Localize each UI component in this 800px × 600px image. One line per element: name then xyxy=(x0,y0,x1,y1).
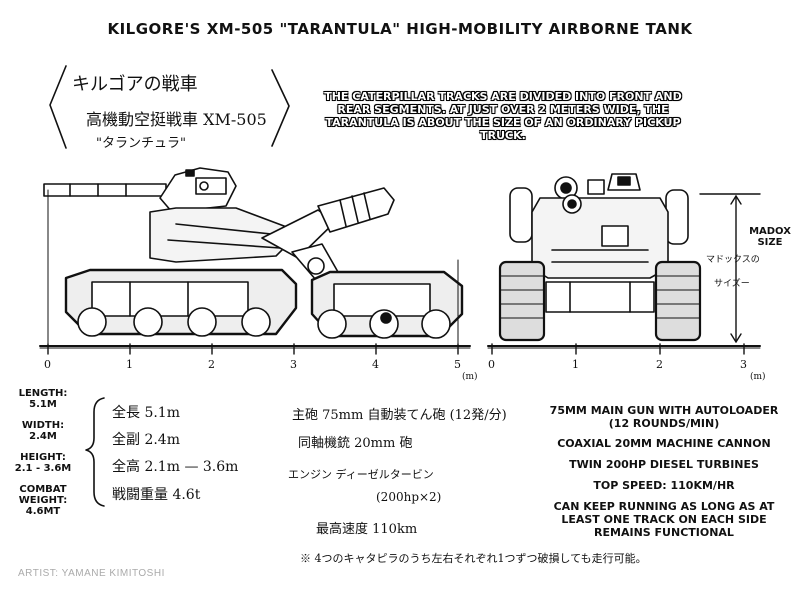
jp-header-line1: キルゴアの戦車 xyxy=(72,74,198,95)
jp-engine-hp: (200hp×2) xyxy=(376,490,442,504)
front-view-tank xyxy=(498,173,702,342)
spec-bracket xyxy=(85,397,105,507)
front-tick-0: 0 xyxy=(488,358,495,371)
caption-text: THE CATERPILLAR TRACKS ARE DIVIDED INTO … xyxy=(324,90,682,142)
jp-header-line3: "タランチュラ" xyxy=(96,136,186,151)
spec-width-line1: WIDTH: xyxy=(21,420,65,431)
spec-length-line2: 5.1M xyxy=(29,399,57,410)
jp-spec-height: 全高 2.1m — 3.6m xyxy=(112,459,239,475)
spec-width-line2: 2.4M xyxy=(29,431,57,442)
front-tick-2: 2 xyxy=(656,358,663,371)
spec-weight-line3: 4.6MT xyxy=(25,506,61,517)
front-tick-3: 3 xyxy=(740,358,747,371)
header-bracket-left xyxy=(49,65,67,149)
side-view-tank xyxy=(43,167,464,339)
side-scale-unit: (m) xyxy=(462,372,478,382)
side-tick-1: 1 xyxy=(126,358,133,371)
jp-speed: 最高速度 110km xyxy=(316,522,418,537)
madox-label-line2: SIZE xyxy=(757,237,783,248)
spec-width-label: WIDTH: 2.4M xyxy=(4,420,82,442)
spec-height-line1: HEIGHT: xyxy=(20,452,66,463)
side-tick-0: 0 xyxy=(44,358,51,371)
feature-main-gun: 75MM MAIN GUN WITH AUTOLOADER (12 ROUNDS… xyxy=(549,404,779,430)
front-scale-unit: (m) xyxy=(750,372,766,382)
jp-main-gun: 主砲 75mm 自動装てん砲 (12発/分) xyxy=(292,408,507,423)
spec-length-label: LENGTH: 5.1M xyxy=(4,388,82,410)
jp-footnote: ※ 4つのキャタピラのうち左右それぞれ1つずつ破損しても走行可能。 xyxy=(300,552,647,565)
spec-weight-line2: WEIGHT: xyxy=(18,495,68,506)
spec-height-line2: 2.1 - 3.6M xyxy=(14,463,72,474)
diagram-title: KILGORE'S XM-505 "TARANTULA" HIGH-MOBILI… xyxy=(107,20,693,38)
madox-label-line1: MADOX xyxy=(749,226,791,237)
side-tick-3: 3 xyxy=(290,358,297,371)
spec-length-line1: LENGTH: xyxy=(18,388,68,399)
madox-label: MADOX SIZE xyxy=(740,226,800,248)
side-scale-ticks xyxy=(47,343,459,355)
madox-jp-line1: マドックスの xyxy=(706,255,760,265)
jp-engine: エンジン ディーゼルタービン xyxy=(288,468,434,481)
feature-coaxial: COAXIAL 20MM MACHINE CANNON xyxy=(557,437,771,450)
jp-spec-weight: 戦闘重量 4.6t xyxy=(112,487,201,503)
front-scale-ticks xyxy=(491,343,745,355)
jp-spec-length: 全長 5.1m xyxy=(112,405,180,421)
header-bracket-right xyxy=(271,69,290,147)
spec-weight-line1: COMBAT xyxy=(19,484,67,495)
madox-jp-line2: サイズー xyxy=(714,279,750,289)
feature-turbines: TWIN 200HP DIESEL TURBINES xyxy=(569,458,759,471)
feature-top-speed: TOP SPEED: 110KM/HR xyxy=(593,479,735,492)
jp-spec-width: 全副 2.4m xyxy=(112,432,180,448)
side-tick-4: 4 xyxy=(372,358,379,371)
front-tick-1: 1 xyxy=(572,358,579,371)
artist-credit: ARTIST: YAMANE KIMITOSHI xyxy=(18,568,165,579)
side-tick-5: 5 xyxy=(454,358,461,371)
spec-weight-label: COMBAT WEIGHT: 4.6MT xyxy=(4,484,82,517)
feature-redundancy: CAN KEEP RUNNING AS LONG AS AT LEAST ONE… xyxy=(553,500,775,539)
spec-height-label: HEIGHT: 2.1 - 3.6M xyxy=(0,452,86,474)
side-tick-2: 2 xyxy=(208,358,215,371)
madox-height-indicator xyxy=(699,193,761,343)
jp-coaxial: 同軸機銃 20mm 砲 xyxy=(298,436,413,451)
jp-header-line2: 高機動空挺戦車 XM-505 xyxy=(86,110,267,129)
